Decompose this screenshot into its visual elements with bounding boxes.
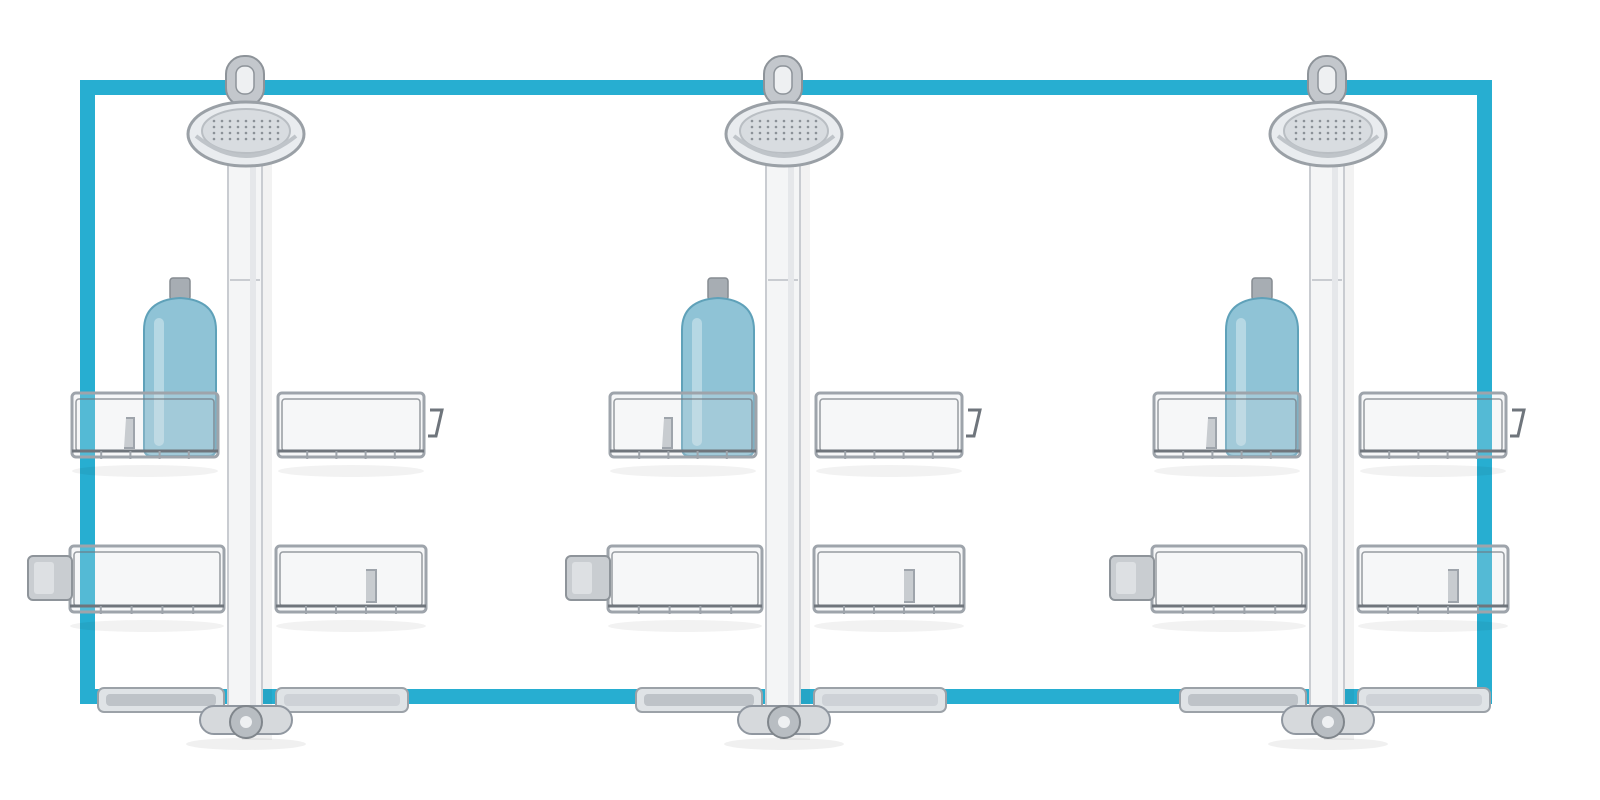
upper-left-basket (608, 391, 758, 477)
shampoo-bottle (143, 277, 217, 457)
middle-right-basket (274, 544, 428, 632)
side-hook (428, 408, 444, 438)
upper-left-basket (1152, 391, 1302, 477)
razor-hook (1206, 417, 1217, 449)
pole (227, 149, 263, 731)
shampoo-bottle (1225, 277, 1299, 457)
upper-left-basket (70, 391, 220, 477)
middle-left-basket (606, 544, 764, 632)
razor-hook-2 (904, 569, 915, 603)
shower-head-icon (724, 100, 844, 168)
side-hook (966, 408, 982, 438)
middle-right-basket (1356, 544, 1510, 632)
soap-tray-left (1179, 687, 1307, 713)
pole (1309, 149, 1345, 731)
shampoo-bottle (681, 277, 755, 457)
upper-right-basket (814, 391, 964, 477)
soap-tray-left (97, 687, 225, 713)
base-mount (1268, 705, 1388, 750)
base-mount (186, 705, 306, 750)
razor-hook-2 (366, 569, 377, 603)
middle-left-basket (1150, 544, 1308, 632)
hanger-clip (763, 55, 803, 107)
upper-right-basket (1358, 391, 1508, 477)
side-hook (1510, 408, 1526, 438)
hanger-clip (225, 55, 265, 107)
razor-hook-2 (1448, 569, 1459, 603)
soap-tray-right (1357, 687, 1491, 713)
hanger-clip (1307, 55, 1347, 107)
base-mount (724, 705, 844, 750)
soap-tray-right (275, 687, 409, 713)
razor-hook (124, 417, 135, 449)
shower-caddy-middle (565, 55, 982, 750)
pole (765, 149, 801, 731)
shower-head-icon (1268, 100, 1388, 168)
shower-head-icon (186, 100, 306, 168)
razor-hook (662, 417, 673, 449)
soap-tray-right (813, 687, 947, 713)
soap-tray-left (635, 687, 763, 713)
middle-left-basket (68, 544, 226, 632)
shower-caddy-left (27, 55, 444, 750)
upper-right-basket (276, 391, 426, 477)
middle-right-basket (812, 544, 966, 632)
shower-caddy-right (1109, 55, 1526, 750)
